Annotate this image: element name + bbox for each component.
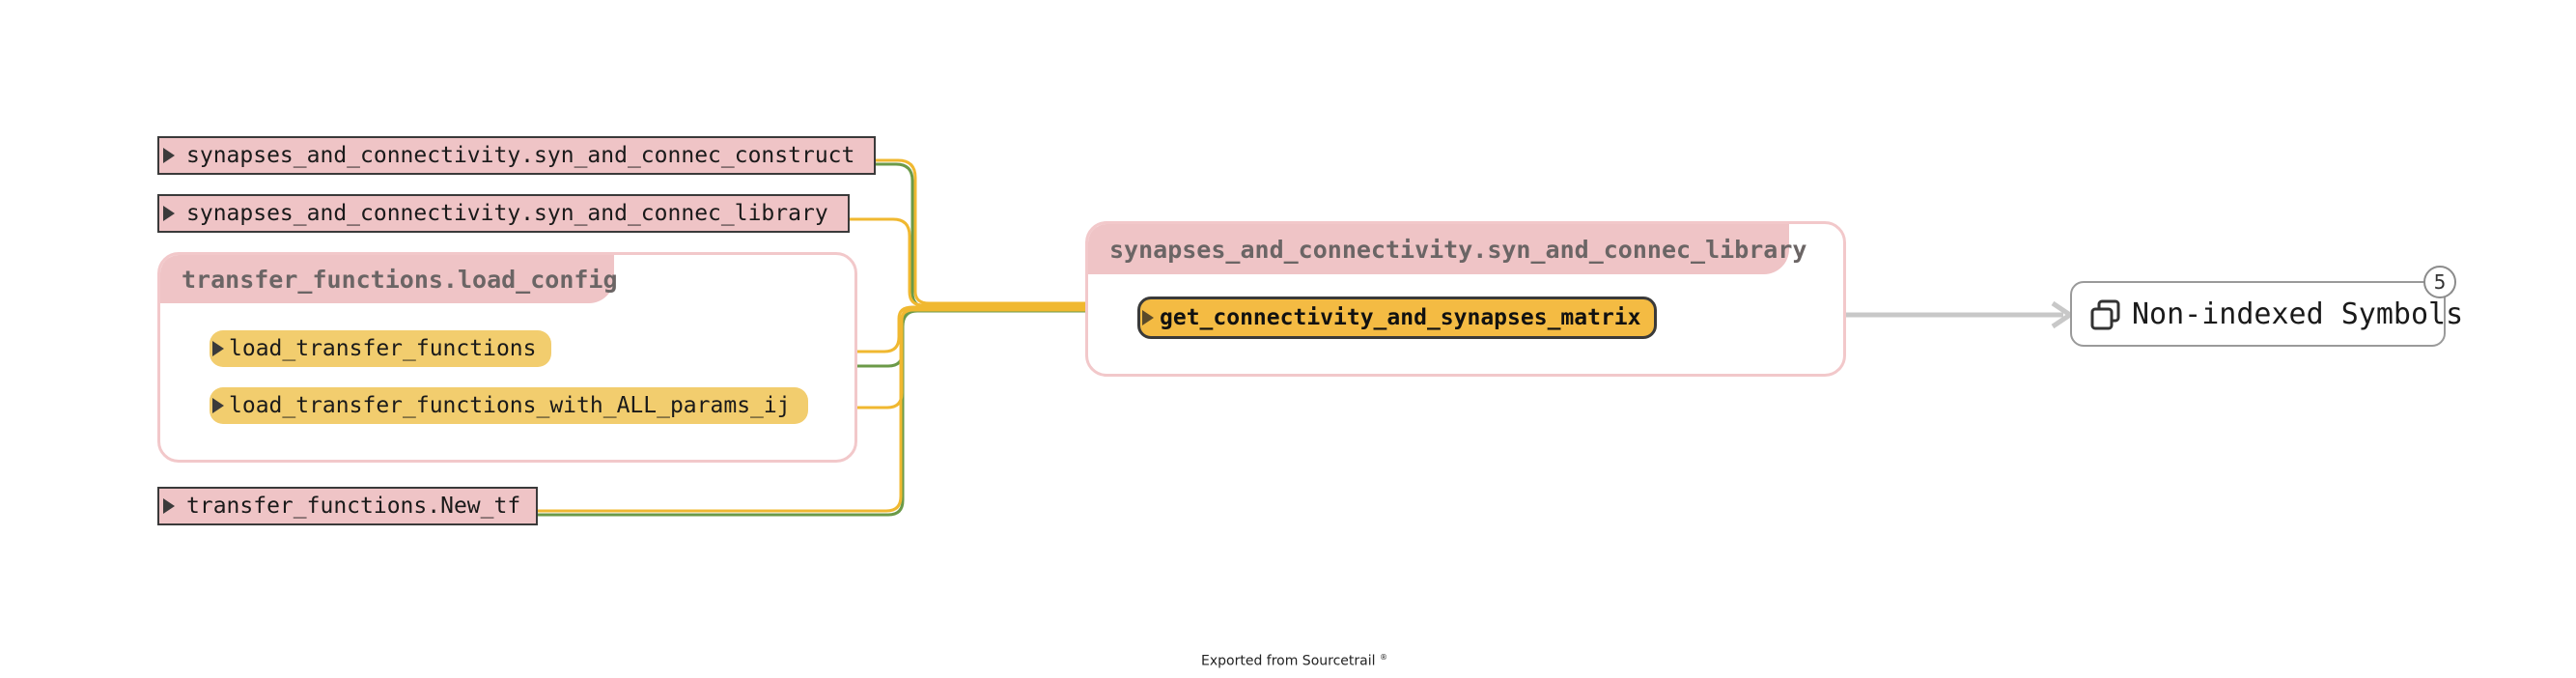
node-label: load_transfer_functions_with_ALL_params_… [229,393,791,418]
node-label: synapses_and_connectivity.syn_and_connec… [186,143,855,168]
group-title-label: transfer_functions.load_config [182,265,618,294]
node-syn-and-connec-construct[interactable]: synapses_and_connectivity.syn_and_connec… [157,136,876,175]
node-non-indexed-symbols[interactable]: Non-indexed Symbols [2070,281,2463,347]
node-label: transfer_functions.New_tf [186,494,521,519]
footer-export-note: Exported from Sourcetrail ® [1201,653,1387,669]
group-target-library[interactable]: synapses_and_connectivity.syn_and_connec… [1085,221,1846,377]
expand-triangle-icon[interactable] [1142,310,1154,325]
node-label: Non-indexed Symbols [2132,297,2464,331]
count-badge: 5 [2423,266,2456,298]
expand-triangle-icon[interactable] [212,341,224,356]
node-label: synapses_and_connectivity.syn_and_connec… [186,201,828,226]
edge-construct-call[interactable] [875,158,1135,305]
expand-triangle-icon[interactable] [163,148,175,163]
edge-newtf-call[interactable] [537,308,1135,513]
group-title-label: synapses_and_connectivity.syn_and_connec… [1109,235,1807,264]
node-load-transfer-functions-with-all-params[interactable]: load_transfer_functions_with_ALL_params_… [210,387,808,424]
edge-newtf-green[interactable] [537,309,1135,517]
node-new-tf[interactable]: transfer_functions.New_tf [157,487,538,525]
expand-triangle-icon[interactable] [163,498,175,514]
group-load-config[interactable]: transfer_functions.load_config load_tran… [157,252,857,463]
bundle-icon [2090,299,2120,330]
edge-load-tf-call[interactable] [547,305,1135,353]
group-title[interactable]: synapses_and_connectivity.syn_and_connec… [1088,224,1806,274]
node-get-connectivity-and-synapses-matrix[interactable]: get_connectivity_and_synapses_matrix [1137,297,1657,339]
edge-library-call[interactable] [849,217,1135,307]
expand-triangle-icon[interactable] [212,398,224,413]
node-syn-and-connec-library[interactable]: synapses_and_connectivity.syn_and_connec… [157,194,850,233]
expand-triangle-icon[interactable] [163,206,175,221]
node-label: load_transfer_functions [229,336,537,361]
node-label: get_connectivity_and_synapses_matrix [1160,305,1641,330]
node-load-transfer-functions[interactable]: load_transfer_functions [210,330,551,367]
group-title[interactable]: transfer_functions.load_config [160,255,618,303]
footer-text: Exported from Sourcetrail [1201,653,1376,669]
registered-mark: ® [1379,653,1387,662]
